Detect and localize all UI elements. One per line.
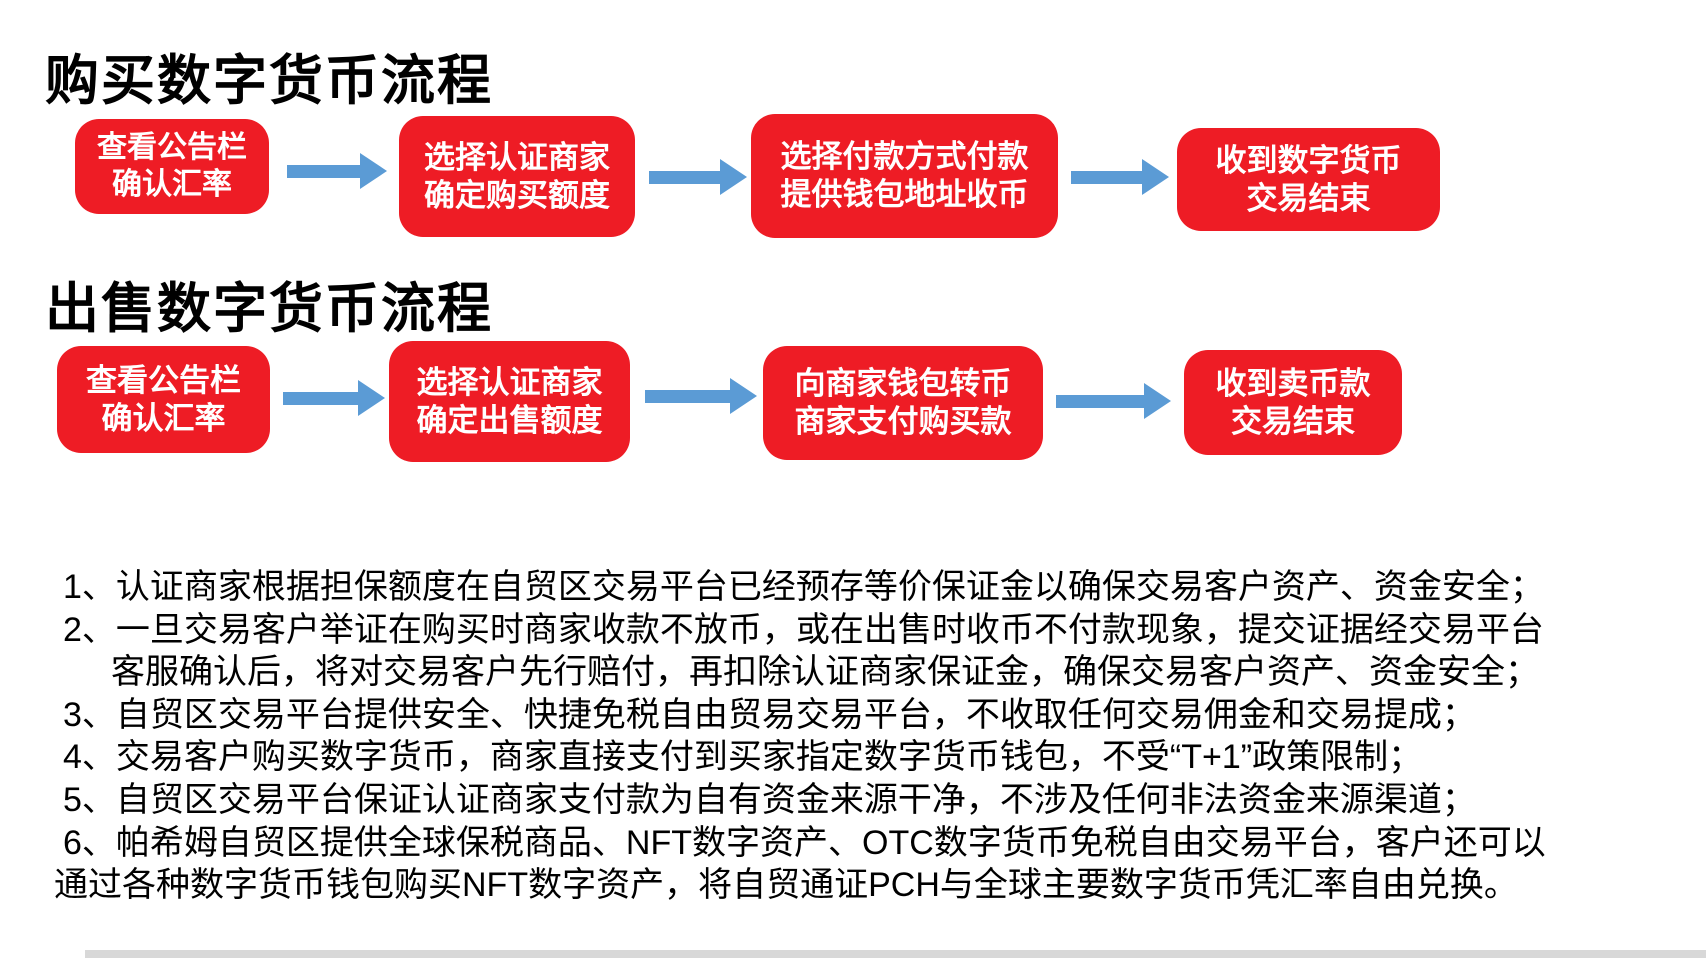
step-label-line1: 查看公告栏: [86, 362, 241, 398]
step-label-line2: 确认汇率: [112, 167, 232, 201]
step-label-line2: 交易结束: [1246, 180, 1371, 216]
arrow-head: [1144, 383, 1171, 419]
step-label-line2: 商家支付购买款: [794, 404, 1012, 439]
buy-step-1: 查看公告栏 确认汇率: [75, 119, 269, 214]
note-line-6-cont: 通过各种数字货币钱包购买NFT数字资产，将自贸通证PCH与全球主要数字货币凭汇率…: [54, 866, 1518, 905]
arrow-shaft: [287, 164, 360, 178]
flow-arrow-icon: [283, 380, 385, 416]
buy-step-3: 选择付款方式付款 提供钱包地址收币: [751, 114, 1058, 238]
sell-step-3: 向商家钱包转币 商家支付购买款: [763, 346, 1043, 460]
buy-step-4: 收到数字货币 交易结束: [1177, 128, 1440, 231]
arrow-shaft: [649, 170, 720, 184]
note-line-6: 6、帕希姆自贸区提供全球保税商品、NFT数字资产、OTC数字货币免税自由交易平台…: [63, 823, 1546, 862]
note-line-2-cont: 客服确认后，将对交易客户先行赔付，再扣除认证商家保证金，确保交易客户资产、资金安…: [111, 653, 1539, 692]
arrow-shaft: [1071, 170, 1142, 184]
step-label-line1: 向商家钱包转币: [794, 366, 1012, 402]
step-label-line2: 交易结束: [1231, 403, 1355, 439]
step-label-line1: 选择付款方式付款: [780, 139, 1029, 175]
note-line-3: 3、自贸区交易平台提供安全、快捷免税自由贸易交易平台，不收取任何交易佣金和交易提…: [63, 695, 1476, 734]
arrow-head: [360, 153, 387, 189]
notes-list: 1、认证商家根据担保额度在自贸区交易平台已经预存等价保证金以确保交易客户资产、资…: [54, 566, 1684, 907]
arrow-head: [730, 378, 757, 414]
step-label-line2: 确认汇率: [101, 400, 226, 436]
step-label-line1: 查看公告栏: [97, 130, 247, 164]
note-line-2: 2、一旦交易客户举证在购买时商家收款不放币，或在出售时收币不付款现象，提交证据经…: [63, 610, 1544, 649]
arrow-head: [1142, 159, 1169, 195]
note-line-5: 5、自贸区交易平台保证认证商家支付款为自有资金来源干净，不涉及任何非法资金来源渠…: [63, 780, 1476, 819]
arrow-head: [720, 159, 747, 195]
arrow-head: [358, 380, 385, 416]
horizontal-scrollbar[interactable]: [85, 950, 1706, 958]
flow-arrow-icon: [645, 378, 757, 414]
note-line-1: 1、认证商家根据担保额度在自贸区交易平台已经预存等价保证金以确保交易客户资产、资…: [63, 568, 1544, 606]
note-line-4: 4、交易客户购买数字货币，商家直接支付到买家指定数字货币钱包，不受“T+1”政策…: [63, 738, 1423, 777]
arrow-shaft: [645, 389, 730, 403]
sell-step-1: 查看公告栏 确认汇率: [57, 346, 270, 453]
step-label-line2: 提供钱包地址收币: [780, 177, 1029, 212]
buy-step-2: 选择认证商家 确定购买额度: [399, 116, 635, 237]
buy-flow-title: 购买数字货币流程: [45, 51, 493, 111]
step-label-line2: 确定出售额度: [416, 402, 603, 438]
flow-arrow-icon: [649, 159, 747, 195]
flow-arrow-icon: [1071, 159, 1169, 195]
flow-arrow-icon: [287, 153, 387, 189]
step-label-line1: 选择认证商家: [416, 364, 603, 400]
arrow-shaft: [283, 391, 358, 405]
sell-step-4: 收到卖币款 交易结束: [1184, 350, 1402, 455]
flow-arrow-icon: [1056, 383, 1171, 419]
sell-step-2: 选择认证商家 确定出售额度: [389, 341, 630, 462]
step-label-line2: 确定购买额度: [424, 177, 610, 213]
step-label-line1: 收到数字货币: [1215, 142, 1402, 178]
step-label-line1: 收到卖币款: [1215, 365, 1371, 401]
sell-flow-title: 出售数字货币流程: [45, 279, 493, 339]
arrow-shaft: [1056, 394, 1144, 408]
step-label-line1: 选择认证商家: [424, 139, 610, 175]
